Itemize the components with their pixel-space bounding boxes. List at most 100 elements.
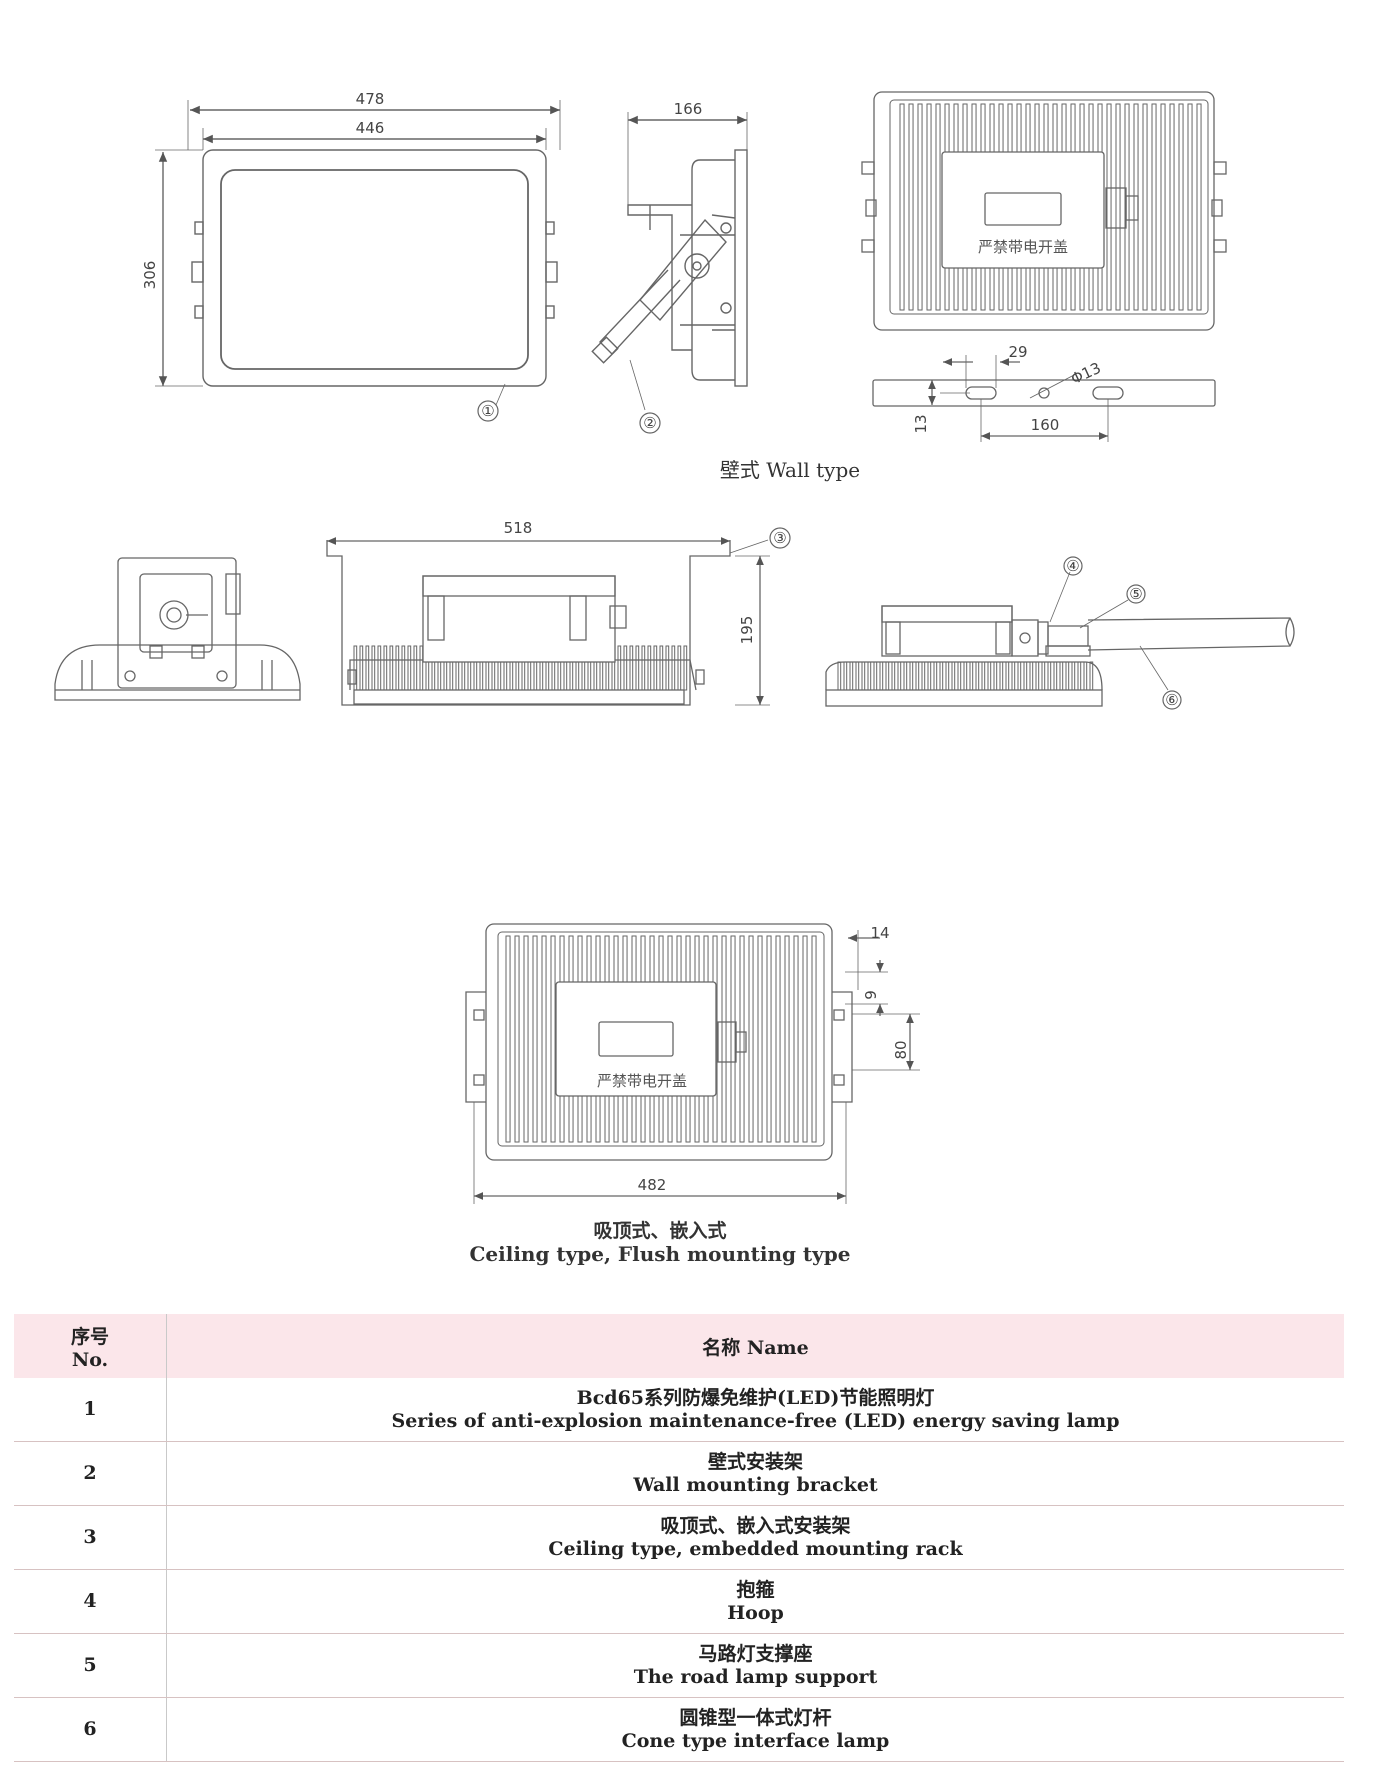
heat-sink-fin <box>766 935 772 1143</box>
heat-sink-fin <box>377 645 382 691</box>
row-name-en: Series of anti-explosion maintenance-fre… <box>391 1409 1120 1432</box>
row-no: 2 <box>14 1441 167 1506</box>
dim-ceil-14: 14 <box>870 924 889 942</box>
side-view-ceiling-rack <box>326 527 791 706</box>
wall-side-view <box>591 112 748 434</box>
row-name: Bcd65系列防爆免维护(LED)节能照明灯 Series of anti-ex… <box>166 1378 1344 1442</box>
heat-sink-fin <box>671 645 676 691</box>
ceiling-view <box>465 923 920 1204</box>
table-row: 5 马路灯支撑座 The road lamp support <box>14 1633 1344 1698</box>
heat-sink-fin <box>775 935 781 1143</box>
heat-sink-fin <box>899 103 905 311</box>
dim-ceil-482: 482 <box>638 1176 667 1194</box>
heat-sink-fin <box>1035 661 1040 691</box>
heat-sink-fin <box>683 645 688 691</box>
heat-sink-fin <box>917 103 923 311</box>
heat-sink-fin <box>371 645 376 691</box>
heat-sink-fin <box>784 935 790 1143</box>
row-no: 6 <box>14 1697 167 1762</box>
row-name-en: Cone type interface lamp <box>621 1729 890 1752</box>
heat-sink-fin <box>903 661 908 691</box>
heat-sink-fin <box>359 645 364 691</box>
side-view-road-lamp <box>825 556 1295 710</box>
heat-sink-fin <box>629 645 634 691</box>
heat-sink-fin <box>1187 103 1193 311</box>
dim-mount-13: 13 <box>912 414 930 433</box>
heat-sink-fin <box>1071 661 1076 691</box>
heat-sink-fin <box>641 645 646 691</box>
dim-ceil-9: 9 <box>862 990 880 1000</box>
heat-sink-fin <box>1005 661 1010 691</box>
heat-sink-fin <box>793 935 799 1143</box>
end-view-bracket <box>54 557 301 701</box>
heat-sink-fin <box>1053 661 1058 691</box>
ceiling-type-caption-cn: 吸顶式、嵌入式 <box>593 1220 727 1242</box>
heat-sink-fin <box>623 645 628 691</box>
row-name: 圆锥型一体式灯杆 Cone type interface lamp <box>166 1697 1344 1762</box>
table-row: 6 圆锥型一体式灯杆 Cone type interface lamp <box>14 1697 1344 1762</box>
header-no: 序号 No. <box>14 1314 167 1378</box>
heat-sink-fin <box>837 661 842 691</box>
heat-sink-fin <box>1023 661 1028 691</box>
row-name: 吸顶式、嵌入式安装架 Ceiling type, embedded mounti… <box>166 1505 1344 1570</box>
heat-sink-fin <box>365 645 370 691</box>
heat-sink-fin <box>635 645 640 691</box>
callout-2: ② <box>643 414 656 432</box>
heat-sink-fin <box>1083 661 1088 691</box>
heat-sink-fin <box>975 661 980 691</box>
heat-sink-fin <box>1047 661 1052 691</box>
row-name: 马路灯支撑座 The road lamp support <box>166 1633 1344 1698</box>
heat-sink-fin <box>383 645 388 691</box>
table-row: 1 Bcd65系列防爆免维护(LED)节能照明灯 Series of anti-… <box>14 1378 1344 1442</box>
heat-sink-fin <box>957 661 962 691</box>
heat-sink-fin <box>909 661 914 691</box>
heat-sink-fin <box>969 661 974 691</box>
heat-sink-fin <box>550 935 556 1143</box>
heat-sink-fin <box>879 661 884 691</box>
heat-sink-fin <box>413 645 418 691</box>
heat-sink-fin <box>401 645 406 691</box>
dim-overall-width: 478 <box>356 90 385 108</box>
heat-sink-fin <box>1151 103 1157 311</box>
dim-rack-width: 518 <box>504 519 533 537</box>
dim-inner-width: 446 <box>356 119 385 137</box>
heat-sink-fin <box>993 661 998 691</box>
header-no-cn: 序号 <box>70 1325 109 1348</box>
wall-front-view <box>155 100 561 422</box>
heat-sink-fin <box>721 935 727 1143</box>
heat-sink-fin <box>407 645 412 691</box>
heat-sink-fin <box>1142 103 1148 311</box>
heat-sink-fin <box>1124 103 1130 311</box>
row-name: 壁式安装架 Wall mounting bracket <box>166 1441 1344 1506</box>
dim-rack-height: 195 <box>738 616 756 645</box>
table-row: 2 壁式安装架 Wall mounting bracket <box>14 1441 1344 1506</box>
heat-sink-fin <box>1178 103 1184 311</box>
parts-table: 序号 No. 名称 Name 1 Bcd65系列防爆免维护(LED)节能照明灯 … <box>14 1314 1344 1762</box>
row-name-cn: Bcd65系列防爆免维护(LED)节能照明灯 <box>576 1386 935 1409</box>
callout-3: ③ <box>773 529 786 547</box>
heat-sink-fin <box>389 645 394 691</box>
heat-sink-fin <box>1196 103 1202 311</box>
heat-sink-fin <box>757 935 763 1143</box>
heat-sink-fin <box>885 661 890 691</box>
heat-sink-fin <box>748 935 754 1143</box>
heat-sink-fin <box>395 645 400 691</box>
heat-sink-fin <box>505 935 511 1143</box>
heat-sink-fin <box>897 661 902 691</box>
header-no-en: No. <box>71 1348 109 1371</box>
row-name: 抱箍 Hoop <box>166 1569 1344 1634</box>
heat-sink-fin <box>926 103 932 311</box>
heat-sink-fin <box>677 645 682 691</box>
dim-height: 306 <box>141 261 159 290</box>
table-row: 4 抱箍 Hoop <box>14 1569 1344 1634</box>
heat-sink-fin <box>1115 103 1121 311</box>
heat-sink-fin <box>647 645 652 691</box>
heat-sink-fin <box>935 103 941 311</box>
heat-sink-fin <box>653 645 658 691</box>
heat-sink-fin <box>891 661 896 691</box>
ceiling-lamp-warning-label: 严禁带电开盖 <box>597 1072 687 1090</box>
heat-sink-fin <box>921 661 926 691</box>
callout-5: ⑤ <box>1129 585 1142 603</box>
callout-4: ④ <box>1066 557 1079 575</box>
